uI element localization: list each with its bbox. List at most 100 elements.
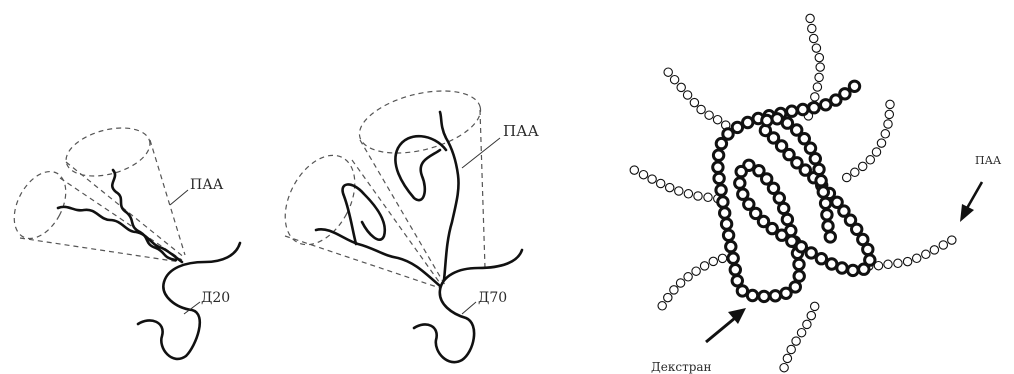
paa-bead <box>683 91 691 99</box>
paa-bead <box>922 250 930 258</box>
d70-label-leader-line <box>462 302 476 314</box>
d70-dashed-cone <box>271 80 487 288</box>
d70-paa-coil-upper <box>395 136 446 200</box>
dextran-bead <box>814 164 824 174</box>
dextran-bead <box>794 271 804 281</box>
paa-bead <box>877 139 885 147</box>
paa-bead <box>913 254 921 262</box>
dextran-bead <box>747 290 757 300</box>
paa-bead <box>664 293 672 301</box>
paa-bead <box>700 262 708 270</box>
paa-bead <box>780 364 788 372</box>
paa-bead <box>816 63 824 71</box>
dextran-bead <box>809 103 819 113</box>
paa-bead <box>783 354 791 362</box>
dextran-bead <box>716 185 726 195</box>
paa-bead <box>658 302 666 310</box>
paa-bead <box>812 44 820 52</box>
dextran-bead <box>805 143 815 153</box>
arrow-to-dextran <box>706 308 746 342</box>
dextran-bead <box>837 263 847 273</box>
paa-bead <box>885 110 893 118</box>
paa-bead <box>884 260 892 268</box>
d70-paa-coil-lower <box>343 184 385 244</box>
paa-bead <box>815 53 823 61</box>
dextran-bead <box>718 197 728 207</box>
dextran-bead <box>810 154 820 164</box>
paa-bead <box>684 273 692 281</box>
paa-bead <box>866 156 874 164</box>
paa-bead <box>811 93 819 101</box>
bead-model-diagram: ПАА Декстран <box>630 14 1002 374</box>
dextran-bead <box>782 214 792 224</box>
paa-bead <box>657 179 665 187</box>
paa-bead <box>705 111 713 119</box>
dextran-bead-coil <box>713 81 875 301</box>
paa-bead <box>718 254 726 262</box>
paa-bead <box>881 130 889 138</box>
dextran-bead <box>823 221 833 231</box>
dextran-bead <box>770 291 780 301</box>
dextran-bead <box>822 210 832 220</box>
paa-bead <box>639 171 647 179</box>
d70-paa-leader-line <box>462 138 500 168</box>
dextran-bead <box>714 173 724 183</box>
paa-bead <box>709 257 717 265</box>
d70-dextran-backbone <box>414 250 522 362</box>
paa-bead <box>692 267 700 275</box>
paa-bead <box>684 190 692 198</box>
dextran-bead <box>777 230 787 240</box>
dextran-bead <box>726 241 736 251</box>
paa-bead-chains <box>630 14 956 372</box>
dextran-bead <box>858 234 868 244</box>
paa-bead <box>670 76 678 84</box>
dextran-bead <box>762 115 772 125</box>
arrow-to-paa <box>960 182 982 222</box>
label-dextran: Декстран <box>651 360 712 374</box>
d70-copolymer-diagram: ПАА Д70 <box>271 80 539 362</box>
dextran-bead <box>790 282 800 292</box>
dextran-bead <box>825 232 835 242</box>
paa-bead <box>948 236 956 244</box>
dextran-bead <box>713 162 723 172</box>
dextran-bead <box>796 242 806 252</box>
paa-bead <box>694 192 702 200</box>
d70-paa-chain-right <box>440 112 459 280</box>
paa-bead <box>806 14 814 22</box>
paa-bead <box>677 83 685 91</box>
paa-bead <box>630 166 638 174</box>
paa-bead <box>884 120 892 128</box>
paa-bead <box>676 279 684 287</box>
dextran-bead <box>723 230 733 240</box>
paa-bead <box>666 183 674 191</box>
label-d20: Д20 <box>201 290 230 306</box>
d20-dashed-cone <box>4 120 185 262</box>
paa-bead <box>803 320 811 328</box>
dextran-bead <box>787 106 797 116</box>
paa-bead <box>807 311 815 319</box>
dextran-bead <box>816 176 826 186</box>
dextran-bead <box>735 178 745 188</box>
paa-bead <box>939 241 947 249</box>
d20-paa-chain-upper <box>112 170 176 260</box>
paa-bead <box>843 173 851 181</box>
dextran-bead <box>720 208 730 218</box>
d20-paa-leader-line <box>170 190 188 205</box>
paa-bead <box>697 105 705 113</box>
paa-bead <box>808 24 816 32</box>
paa-bead <box>811 302 819 310</box>
paa-bead <box>787 345 795 353</box>
dextran-bead <box>849 81 859 91</box>
dextran-bead <box>816 254 826 264</box>
label-paa-right: ПАА <box>975 154 1002 167</box>
dextran-bead <box>728 253 738 263</box>
paa-bead <box>810 34 818 42</box>
dextran-bead <box>818 187 828 197</box>
paa-bead <box>704 193 712 201</box>
label-paa-left: ПАА <box>190 177 224 193</box>
paa-bead <box>675 187 683 195</box>
dextran-bead <box>806 248 816 258</box>
paa-bead <box>813 83 821 91</box>
paa-bead <box>851 168 859 176</box>
